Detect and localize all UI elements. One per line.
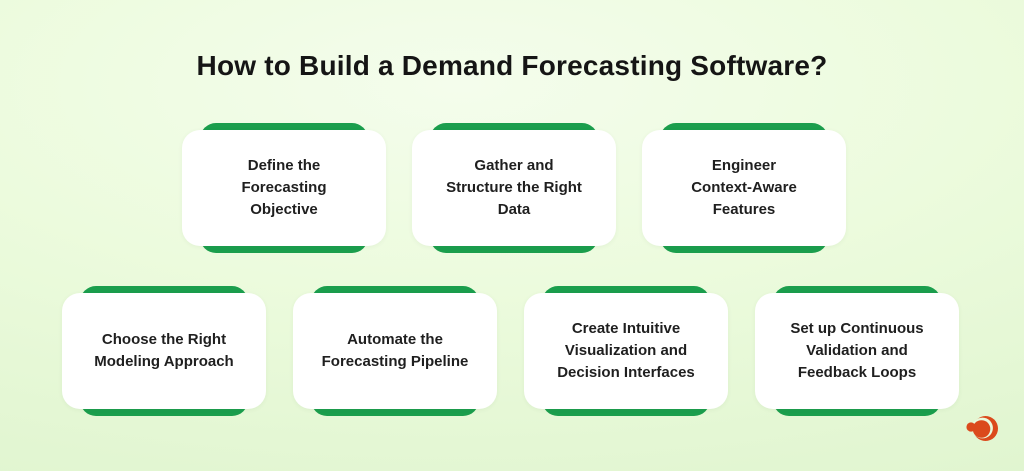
step-card: Create Intuitive Visualization and Decis… [524,286,728,416]
step-card-face: Define the Forecasting Objective [182,130,386,246]
orange-crescent-logo-icon [966,416,998,441]
step-card-label: Automate the Forecasting Pipeline [321,331,469,370]
step-card-face: Gather and Structure the Right Data [412,130,616,246]
step-card-label: Choose the Right Modeling Approach [94,331,234,370]
step-card-label: Define the Forecasting Objective [241,157,327,218]
step-card-face: Create Intuitive Visualization and Decis… [524,293,728,409]
steps-row-bottom: Choose the Right Modeling Approach Autom… [62,286,959,416]
steps-row-top: Define the Forecasting Objective Gather … [182,123,846,253]
step-card-face: Choose the Right Modeling Approach [62,293,266,409]
step-card: Define the Forecasting Objective [182,123,386,253]
step-card: Engineer Context-Aware Features [642,123,846,253]
step-card-face: Automate the Forecasting Pipeline [293,293,497,409]
page-title: How to Build a Demand Forecasting Softwa… [196,50,828,81]
step-card-face: Set up Continuous Validation and Feedbac… [755,293,959,409]
step-card-label: Set up Continuous Validation and Feedbac… [790,320,924,381]
step-card: Set up Continuous Validation and Feedbac… [755,286,959,416]
step-card: Choose the Right Modeling Approach [62,286,266,416]
step-card-face: Engineer Context-Aware Features [642,130,846,246]
step-card-label: Gather and Structure the Right Data [446,157,582,218]
step-card: Automate the Forecasting Pipeline [293,286,497,416]
step-card-label: Engineer Context-Aware Features [691,157,797,218]
step-card: Gather and Structure the Right Data [412,123,616,253]
step-card-label: Create Intuitive Visualization and Decis… [557,320,695,381]
